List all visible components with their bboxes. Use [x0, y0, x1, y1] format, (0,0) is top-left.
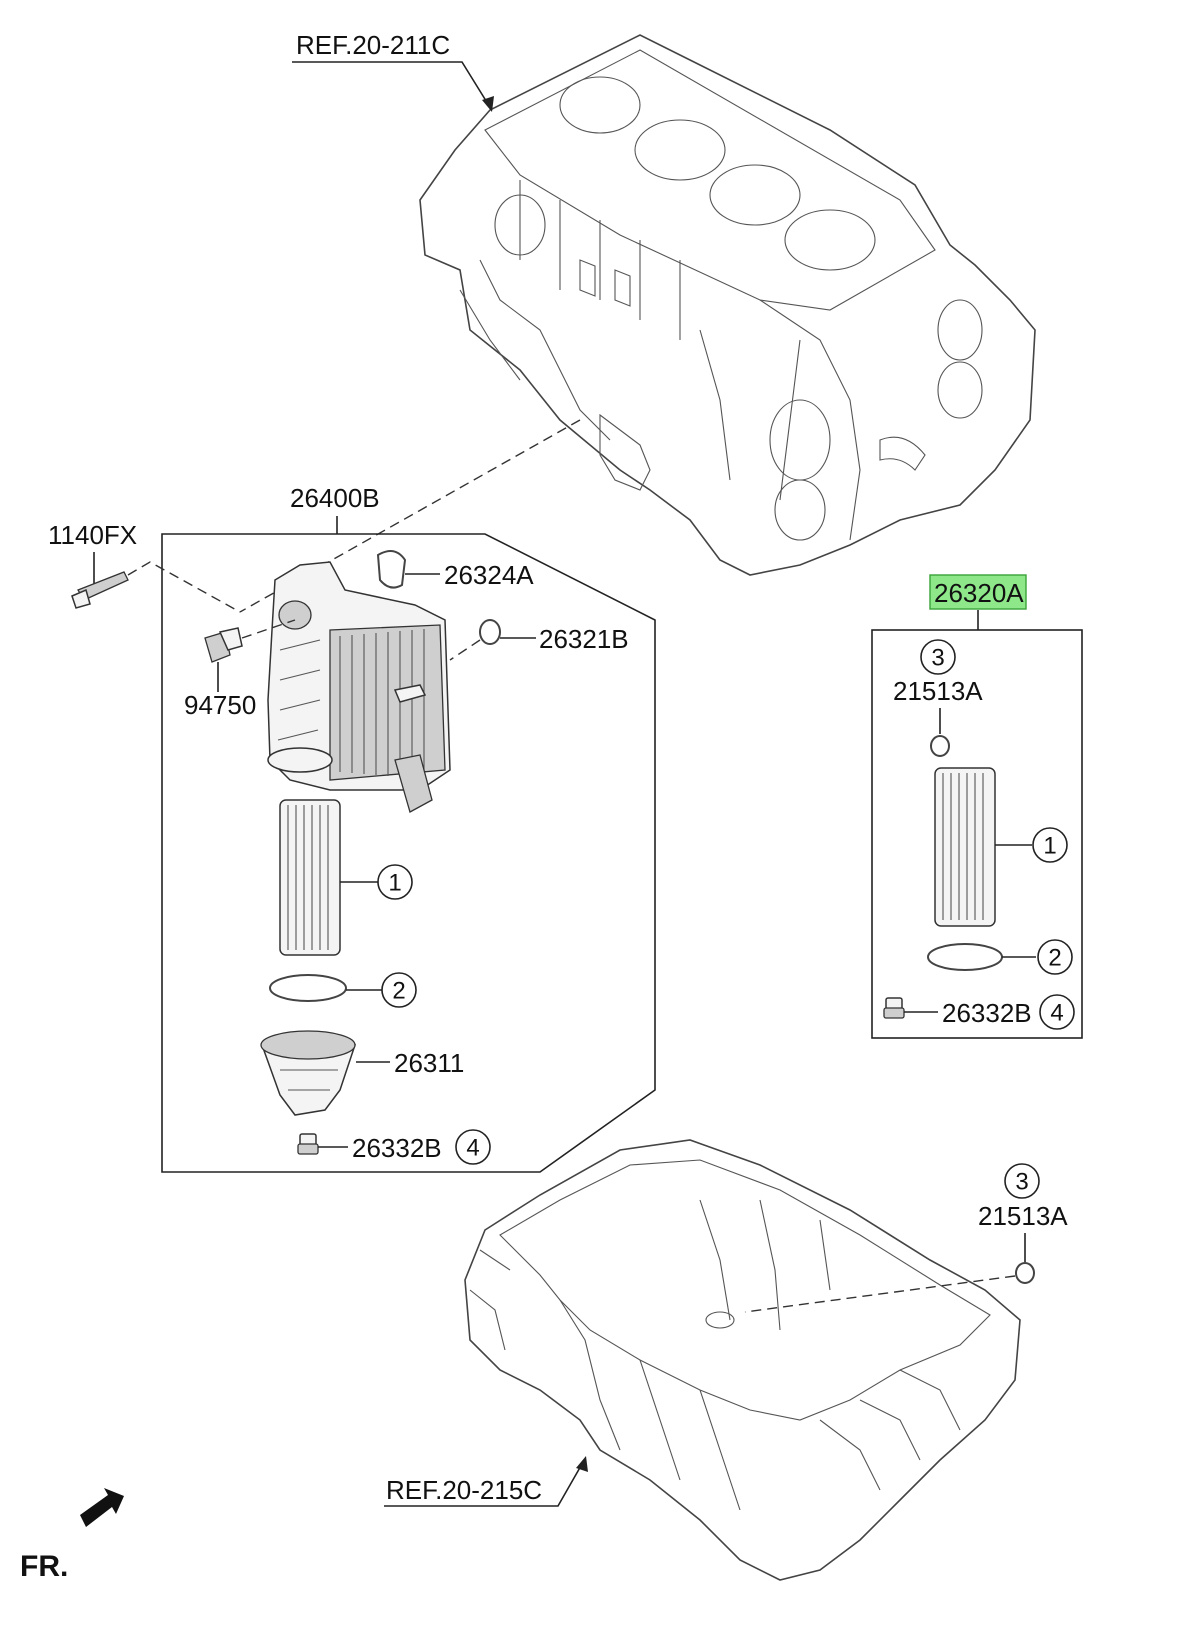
bolt-dash-line [127, 561, 241, 613]
oil-pan-illustration [464, 1139, 1021, 1581]
seal-right-callout-circle [1037, 939, 1073, 975]
engine-block-illustration [419, 34, 1036, 576]
oring-pan-part [1015, 1262, 1035, 1284]
front-arrow-icon [80, 1488, 124, 1527]
cap-label: 26311 [394, 1048, 464, 1078]
oring-b-label: 26321B [539, 624, 629, 654]
seal-left-callout: 2 [392, 978, 405, 1005]
seal-right-callout: 2 [1048, 945, 1061, 972]
ref-top-leader [292, 61, 489, 105]
oring-pan-label: 21513A [978, 1201, 1068, 1231]
assy-right-label: 26320A [934, 578, 1024, 608]
seal-left-part [269, 974, 347, 1002]
filter-left-callout-circle [377, 864, 413, 900]
ref-bottom-leader [384, 1463, 583, 1507]
plug-left-callout-circle [455, 1129, 491, 1165]
filter-right-callout-circle [1032, 827, 1068, 863]
plug-right-callout-circle [1039, 994, 1075, 1030]
plug-left-callout: 4 [466, 1135, 479, 1162]
filter-element-right [934, 767, 996, 927]
oring-b-part [479, 619, 501, 645]
assy-left-box [161, 533, 656, 1173]
ref-bottom-label: REF.20-215C [386, 1475, 542, 1505]
bolt-part [71, 571, 129, 609]
sensor-dash [241, 619, 296, 639]
oring-right-callout: 3 [931, 645, 944, 672]
plug-right-label: 26332B [942, 998, 1032, 1028]
assy-right-box [871, 629, 1083, 1039]
oring-b-dash [449, 639, 481, 661]
plug-left-label: 26332B [352, 1133, 442, 1163]
filter-element-left [279, 799, 341, 956]
oring-right-callout-circle [920, 639, 956, 675]
sensor-part [204, 627, 243, 663]
gasket-a-part [376, 550, 407, 589]
oring-right-part [930, 735, 950, 757]
seal-right-part [927, 943, 1003, 971]
oring-pan-callout-circle [1004, 1163, 1040, 1199]
assy-right-highlight [929, 574, 1027, 610]
oil-cooler-housing [267, 561, 451, 813]
filter-cap-part [260, 1030, 357, 1116]
oring-pan-dash [744, 1275, 1016, 1313]
filter-right-callout: 1 [1043, 833, 1056, 860]
gasket-a-label: 26324A [444, 560, 534, 590]
ref-bottom-arrow [576, 1456, 588, 1472]
assy-left-label: 26400B [290, 483, 380, 513]
ref-top-label: REF.20-211C [296, 30, 450, 60]
oring-pan-callout: 3 [1015, 1169, 1028, 1196]
bolt-label: 1140FX [48, 520, 137, 550]
oring-right-label: 21513A [893, 676, 983, 706]
plug-right-part [883, 997, 905, 1019]
sensor-label: 94750 [184, 690, 256, 720]
seal-left-callout-circle [381, 972, 417, 1008]
ref-top-arrow [482, 96, 494, 112]
front-label: FR. [20, 1550, 68, 1583]
plug-right-callout: 4 [1050, 1000, 1063, 1027]
filter-left-callout: 1 [388, 870, 401, 897]
plug-left-part [297, 1133, 319, 1155]
